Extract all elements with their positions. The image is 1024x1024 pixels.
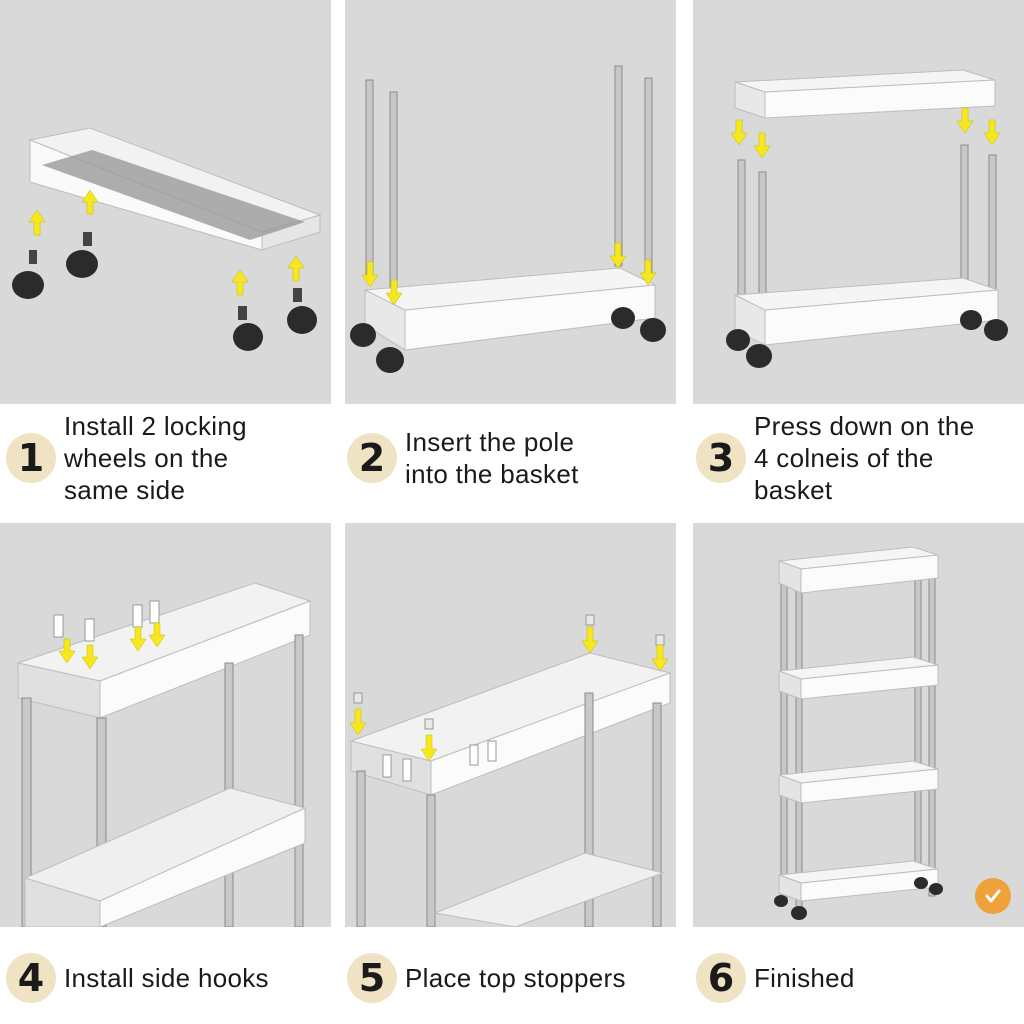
step-1-caption: 1 Install 2 locking wheels on the same s…	[6, 410, 247, 506]
step-text: Install side hooks	[64, 962, 269, 994]
step-text-line: Press down on the	[754, 411, 975, 441]
step-text-line: wheels on the	[64, 443, 229, 473]
step-text-line: into the basket	[405, 459, 579, 489]
step-text-line: same side	[64, 475, 186, 505]
step-text: Press down on the 4 colneis of the baske…	[754, 410, 974, 506]
step-text-line: basket	[754, 475, 833, 505]
panel-step-2-image	[345, 0, 676, 404]
step-text-line: Install side hooks	[64, 963, 269, 993]
step-text: Install 2 locking wheels on the same sid…	[64, 410, 247, 506]
step-text-line: Finished	[754, 963, 855, 993]
panel-step-3-image	[693, 0, 1024, 404]
arrow-up-icon	[28, 189, 305, 296]
step-4-caption: 4 Install side hooks	[6, 950, 269, 1006]
arrow-down-icon	[349, 626, 669, 762]
hook-icon	[53, 600, 160, 642]
step-number-badge: 4	[6, 953, 56, 1003]
hook-icon	[382, 740, 497, 782]
illustration-top-stoppers	[349, 614, 672, 927]
step-number-badge: 1	[6, 433, 56, 483]
step-number-badge: 6	[696, 953, 746, 1003]
step-text-line: Place top stoppers	[405, 963, 626, 993]
step-2-caption: 2 Insert the pole into the basket	[347, 410, 579, 506]
arrow-down-icon	[361, 242, 657, 306]
panel-step-6-image	[693, 523, 1024, 927]
check-icon	[975, 878, 1011, 914]
step-text-line: Install 2 locking	[64, 411, 247, 441]
step-number-badge: 3	[696, 433, 746, 483]
step-number-badge: 5	[347, 953, 397, 1003]
wheel-icon	[12, 232, 317, 351]
step-text-line: Insert the pole	[405, 427, 575, 457]
wheel-icon	[726, 310, 1008, 368]
panel-step-1-image	[0, 0, 331, 404]
wheel-icon	[350, 307, 666, 373]
stopper-icon	[353, 614, 665, 730]
step-text: Insert the pole into the basket	[405, 426, 579, 490]
step-text: Place top stoppers	[405, 962, 626, 994]
step-number-badge: 2	[347, 433, 397, 483]
wheel-icon	[774, 877, 943, 920]
panel-step-4-image	[0, 523, 331, 927]
illustration-press-down-corners	[726, 69, 1008, 368]
step-3-caption: 3 Press down on the 4 colneis of the bas…	[696, 410, 974, 506]
step-text-line: 4 colneis of the	[754, 443, 934, 473]
arrow-down-icon	[58, 622, 166, 670]
illustration-poles-into-basket	[350, 65, 666, 373]
step-6-caption: 6 Finished	[696, 950, 855, 1006]
step-5-caption: 5 Place top stoppers	[347, 950, 626, 1006]
panel-step-5-image	[345, 523, 676, 927]
arrow-down-icon	[730, 107, 1001, 159]
step-text: Finished	[754, 962, 855, 994]
illustration-side-hooks	[16, 582, 312, 927]
illustration-finished-cart	[774, 546, 943, 920]
illustration-basket-with-wheels	[12, 127, 322, 351]
